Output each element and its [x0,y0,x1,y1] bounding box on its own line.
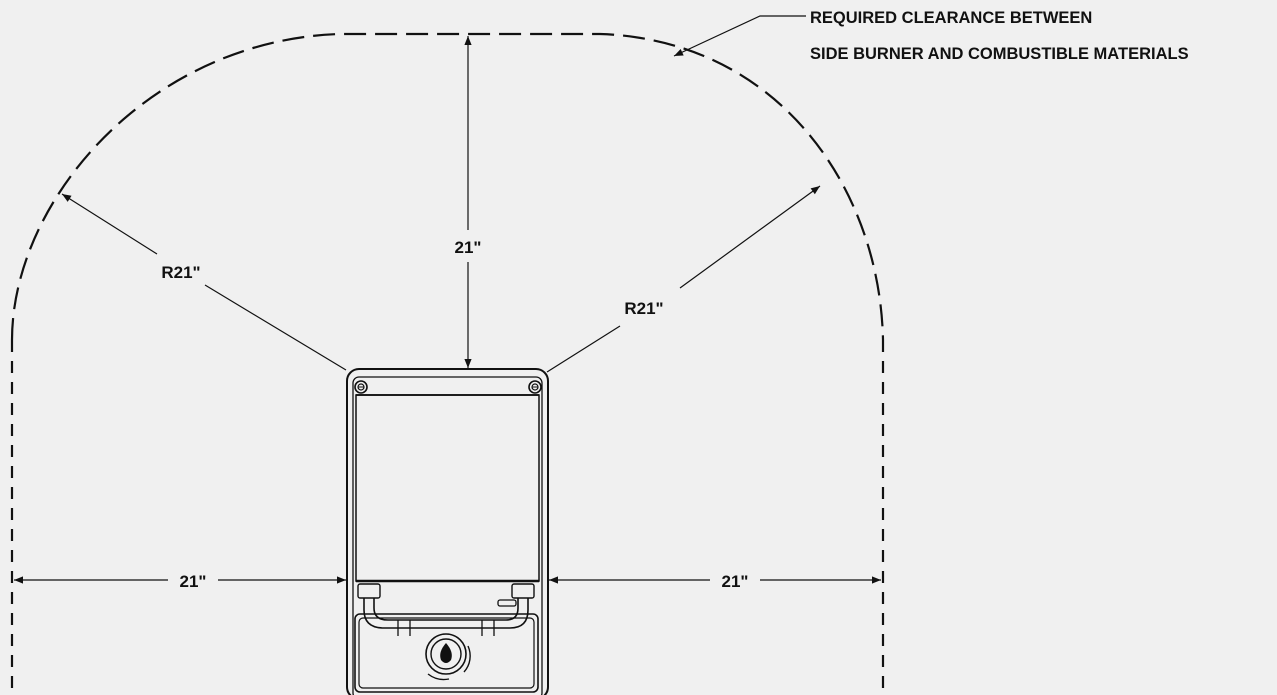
left-radius-label: R21" [161,263,200,282]
left-side-label: 21" [180,572,207,591]
top-dimension-label: 21" [455,238,482,257]
callout-line-2: SIDE BURNER AND COMBUSTIBLE MATERIALS [810,45,1189,63]
side-burner-unit [346,368,549,695]
clearance-boundary [10,32,885,341]
right-radius-line-outer [679,185,821,289]
hinge-screw-left-icon [354,380,368,394]
control-panel [354,613,539,693]
unit-outer-frame [346,368,549,695]
callout-leader [673,15,806,57]
left-radius-line-inner [204,284,347,371]
unit-lid [355,394,540,582]
control-panel-inner [358,617,535,689]
right-radius-label: R21" [624,299,663,318]
right-side-label: 21" [722,572,749,591]
ignition-knob-icon[interactable] [425,633,471,681]
callout-line-1: REQUIRED CLEARANCE BETWEEN [810,9,1092,27]
handle-icon [357,583,535,636]
right-radius-line-inner [546,325,621,373]
left-radius-line-outer [61,193,158,255]
unit-inner-frame [352,376,543,695]
hinge-screw-right-icon [528,380,542,394]
